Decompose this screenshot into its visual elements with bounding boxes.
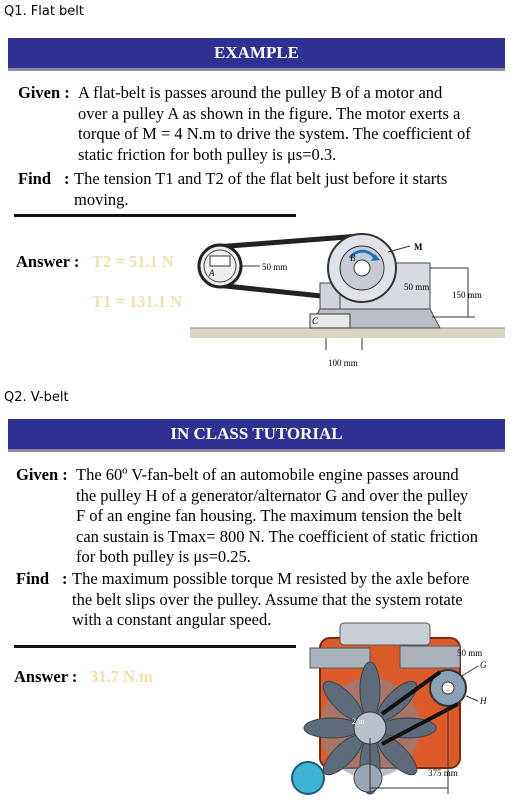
belt-top — [215, 233, 361, 250]
example-banner: EXAMPLE — [8, 38, 505, 71]
dim-100mm: 100 mm — [328, 358, 358, 368]
label-a: A — [208, 268, 215, 278]
q2-find-line-1: The maximum possible torque M resisted b… — [72, 569, 470, 588]
ground-hatch — [190, 328, 505, 338]
label-m: M — [414, 242, 423, 252]
q2-given-line-2: the pulley H of a generator/alternator G… — [76, 485, 469, 505]
engine-vbelt-figure: 50 mm G H 2 in 375 mm — [291, 622, 487, 795]
q2-given-label: Given : — [16, 465, 68, 484]
q1-find-colon: : — [64, 169, 70, 188]
q1-given-line-2: over a pulley A as shown in the figure. … — [78, 103, 461, 123]
q1-answer-label: Answer : — [16, 252, 80, 271]
q1-problem: Given : A flat-belt is passes around the… — [18, 83, 508, 213]
v-belt-top — [380, 670, 442, 716]
label-h: H — [479, 696, 487, 706]
v-belt-bottom — [381, 702, 459, 746]
label-b: B — [350, 253, 356, 263]
flat-belt-figure: A 50 mm B M C 50 mm 150 mm 100 mm — [190, 233, 505, 368]
q1-find-line-2: moving. — [74, 189, 129, 209]
q1-answer-t2: T2 = 51.1 N — [92, 252, 174, 271]
dim-375mm: 375 mm — [428, 768, 458, 778]
question-2-label: Q2. V-belt — [4, 390, 69, 405]
dim-50mm-right: 50 mm — [404, 282, 429, 292]
dim-150mm: 150 mm — [452, 290, 482, 300]
dim-50mm-left: 50 mm — [262, 262, 287, 272]
q2-problem: Given : The 60º V-fan-belt of an automob… — [16, 465, 508, 635]
q1-given-label: Given : — [18, 83, 70, 102]
label-g: G — [480, 660, 487, 670]
q2-given-line-3: F of an engine fan housing. The maximum … — [76, 506, 463, 525]
q2-find-label: Find — [16, 569, 50, 588]
dim-50mm: 50 mm — [457, 648, 482, 658]
label-c: C — [312, 316, 319, 326]
question-1-label: Q1. Flat belt — [4, 4, 85, 19]
q2-answer-label: Answer : — [14, 667, 78, 686]
q1-given-line-3: torque of M = 4 N.m to drive the system.… — [78, 124, 471, 143]
q2-given-line-4: can sustain is Tmax= 800 N. The coeffici… — [76, 526, 478, 546]
q1-find-label: Find — [18, 169, 52, 188]
label-2in: 2 in — [352, 717, 364, 726]
q2-find-line-3: with a constant angular speed. — [72, 610, 272, 629]
q2-given-line-5: for both pulley is μs=0.25. — [76, 547, 251, 566]
q1-answer-t1: T1 = 131.1 N — [92, 292, 183, 311]
q1-find-line-1: The tension T1 and T2 of the flat belt j… — [74, 169, 448, 188]
q2-answer-torque: 31.7 N.m — [90, 667, 153, 686]
q2-find-line-2: the belt slips over the pulley. Assume t… — [72, 589, 463, 609]
torque-arrow-icon — [348, 249, 377, 259]
q1-divider — [14, 214, 296, 217]
q2-given-line-1: The 60º V-fan-belt of an automobile engi… — [76, 465, 459, 484]
q2-divider — [14, 645, 296, 648]
tutorial-banner: IN CLASS TUTORIAL — [8, 419, 505, 452]
q1-given-line-4: static friction for both pulley is μs=0.… — [78, 144, 337, 164]
q2-find-colon: : — [62, 569, 68, 588]
q1-given-line-1: A flat-belt is passes around the pulley … — [78, 83, 443, 102]
